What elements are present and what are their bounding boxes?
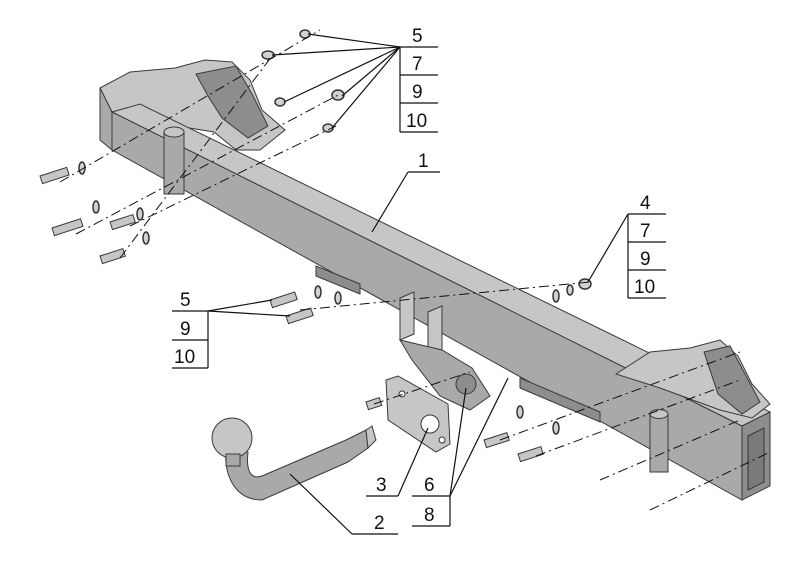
washer [516, 405, 524, 419]
socket-plate-center-hole [420, 414, 440, 434]
bolt [109, 213, 136, 231]
callout-label: 4 [640, 193, 651, 214]
washer [78, 161, 86, 175]
center-hitch-hole [455, 373, 477, 395]
bolt [285, 307, 314, 325]
callout-label: 8 [424, 505, 435, 526]
left-tube-top [163, 126, 185, 138]
callout-label: 10 [406, 111, 427, 132]
axis-lines [59, 29, 771, 511]
callout-right: 4 7 9 10 [627, 193, 666, 299]
callout-label: 9 [180, 319, 191, 340]
bolts-right [365, 397, 560, 463]
callout-label: 5 [180, 290, 191, 311]
tow-ball [211, 417, 377, 501]
right-bracket-plate [703, 345, 761, 415]
washer [566, 284, 574, 296]
callout-beam: 1 [408, 151, 440, 173]
callout-label: 7 [412, 54, 423, 75]
washer [552, 421, 560, 435]
callout-mid: 6 8 [412, 475, 451, 527]
beam-end-opening [747, 427, 765, 491]
nut [331, 89, 345, 101]
callout-label: 10 [634, 277, 655, 298]
tow-ball-sphere [211, 417, 253, 459]
lower-rib-left [315, 265, 361, 295]
left-tube [163, 131, 185, 195]
washer [142, 231, 150, 245]
callout-label: 7 [640, 221, 651, 242]
callout-plate: 3 [366, 475, 398, 497]
bolt [269, 291, 298, 309]
callout-label: 5 [412, 26, 423, 47]
bolt [483, 431, 510, 449]
callout-ball: 2 [352, 513, 398, 535]
socket-plate-hole-2 [438, 436, 446, 444]
nut [274, 97, 286, 107]
callout-label: 10 [174, 347, 195, 368]
tow-ball-neck [225, 453, 241, 467]
center-lug-left [399, 291, 415, 341]
crossbeam [99, 59, 772, 501]
callout-label: 2 [374, 513, 385, 534]
callout-left: 5 9 10 [172, 290, 209, 369]
bolts-left [39, 161, 342, 325]
callout-label: 9 [412, 82, 423, 103]
bolt [51, 218, 84, 237]
right-tube [649, 413, 669, 473]
right-tube-top [649, 409, 669, 419]
callout-top-right: 5 7 9 10 [399, 26, 438, 133]
tow-ball-arm-end [365, 425, 377, 450]
left-bracket-plate [195, 65, 269, 139]
callout-label: 1 [418, 151, 429, 172]
bolt [39, 166, 70, 185]
washer [314, 285, 322, 299]
washer [136, 207, 144, 221]
washer [334, 291, 342, 305]
callout-label: 3 [376, 475, 387, 496]
callout-label: 6 [424, 475, 435, 496]
socket-plate-hole-1 [398, 390, 406, 398]
washer [552, 289, 560, 303]
washer [92, 200, 100, 214]
nuts-top [261, 29, 592, 303]
leader-lines [207, 33, 629, 535]
bolt [517, 445, 544, 463]
callout-label: 9 [640, 249, 651, 270]
